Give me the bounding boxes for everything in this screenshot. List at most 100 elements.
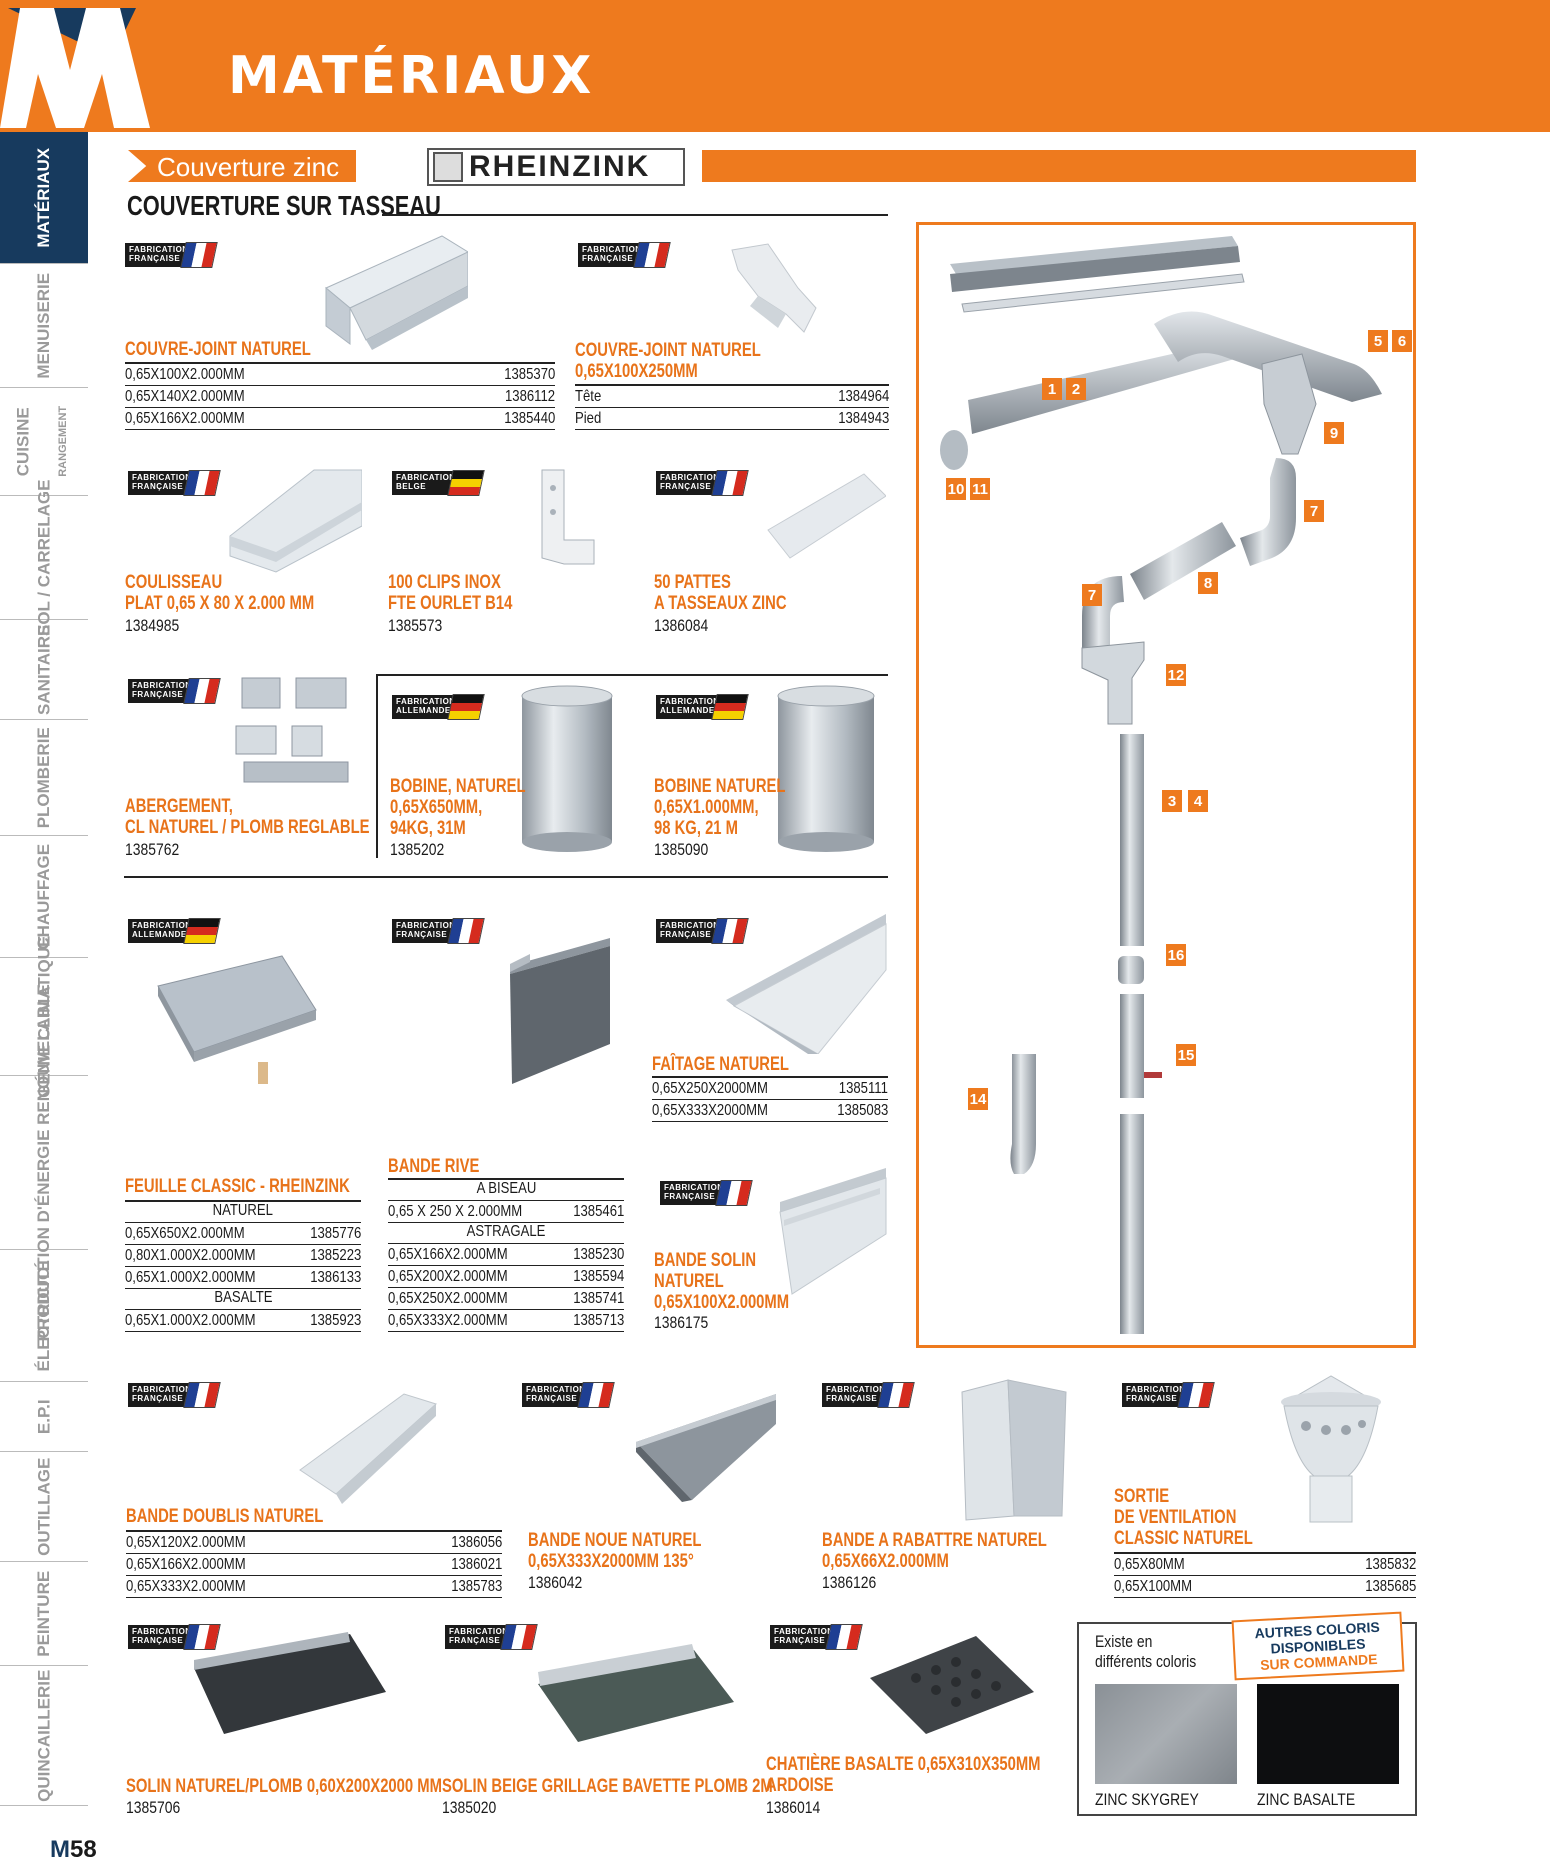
sidebar-item-1[interactable]: MENUISERIE: [0, 264, 88, 388]
row-code: 1386112: [504, 388, 555, 405]
table-row: Tête 1384964: [575, 386, 889, 408]
sidebar-item-0[interactable]: MATÉRIAUX: [0, 132, 88, 264]
bobine-1000-image: [777, 685, 875, 852]
sidebar-item-5[interactable]: PLOMBERIE: [0, 720, 88, 836]
sidebar-item-4[interactable]: SANITAIRE: [0, 620, 88, 720]
row-size: Tête: [575, 388, 602, 405]
page-header: [0, 0, 1550, 132]
badge-label: FABRICATION FRANÇAISE: [660, 1181, 723, 1205]
section-banner-label: Couverture zinc: [157, 152, 340, 182]
colors-text: Existe en différents coloris: [1095, 1632, 1218, 1672]
p10-title: FEUILLE CLASSIC - RHEINZINK: [125, 1176, 350, 1197]
p14-title1: BANDE NOUE NATUREL: [528, 1530, 702, 1551]
swatch-basalte: [1257, 1684, 1399, 1784]
swatch-skygrey: [1095, 1684, 1237, 1784]
row-size: 0,65X80MM: [1114, 1556, 1185, 1573]
p14-code: 1386042: [528, 1573, 583, 1592]
bobine-frame: [376, 674, 888, 858]
colors-text1: Existe en: [1095, 1632, 1153, 1651]
sortie-ventilation-image: [1281, 1375, 1381, 1523]
fabrication-badge: FABRICATION FRANÇAISE: [1122, 1380, 1222, 1410]
faitage-image: [726, 914, 887, 1054]
badge-label: FABRICATION ALLEMANDE: [392, 695, 455, 719]
brand-logo: [0, 0, 160, 132]
p9-title: FAÎTAGE NATUREL: [652, 1054, 789, 1075]
p19-title1: CHATIÈRE BASALTE 0,65X310X350MM: [766, 1754, 1041, 1775]
diagram-number-tag: 9: [1324, 422, 1344, 444]
p13-title: BANDE DOUBLIS NATUREL: [126, 1506, 324, 1527]
sidebar-item-label: SANITAIRE: [34, 624, 54, 715]
badge-label: FABRICATION BELGE: [392, 471, 455, 495]
row-code: 1386021: [450, 1556, 502, 1573]
sidebar-item-11[interactable]: OUTILLAGE: [0, 1452, 88, 1562]
p18-title: SOLIN BEIGE GRILLAGE BAVETTE PLOMB 2M: [442, 1776, 773, 1797]
badge-label: FABRICATION FRANÇAISE: [128, 1383, 191, 1407]
p1-title: COUVRE-JOINT NATUREL: [125, 339, 311, 360]
flag-icon: [825, 1624, 863, 1650]
fabrication-badge: FABRICATION FRANÇAISE: [392, 916, 492, 946]
badge-label: FABRICATION FRANÇAISE: [128, 1625, 191, 1649]
badge-label: FABRICATION FRANÇAISE: [656, 919, 719, 943]
fabrication-badge: FABRICATION FRANÇAISE: [822, 1380, 922, 1410]
couvre-joint-tete-image: [731, 243, 817, 333]
p4-code: 1385573: [388, 616, 443, 635]
p11-h1: A BISEAU: [388, 1180, 624, 1201]
sidebar-item-8[interactable]: PRODUCTION D'ÉNERGIE RENOUVELABLE: [0, 984, 88, 1341]
diagram-number-tag: 1: [1042, 378, 1062, 400]
row-divider: [124, 876, 888, 878]
page-number: M58: [50, 1836, 97, 1864]
diagram-number-tag: 16: [1166, 944, 1186, 966]
sidebar-item-3[interactable]: SOL / CARRELAGE: [0, 479, 88, 636]
flag-icon: [183, 1382, 221, 1408]
row-size: 0,65 X 250 X 2.000MM: [388, 1203, 523, 1220]
row-code: 1385783: [450, 1578, 502, 1595]
chatiere-image: [870, 1636, 1034, 1734]
gutter-diagram-frame: [916, 222, 1416, 1348]
sidebar-item-10[interactable]: E.P.I: [0, 1382, 88, 1452]
row-code: 1384964: [837, 388, 889, 405]
p6-title1: ABERGEMENT,: [125, 796, 233, 817]
sidebar-item-sublabel: RANGEMENT: [57, 406, 70, 477]
sidebar-item-label: OUTILLAGE: [34, 1457, 54, 1556]
sidebar-item-label: SOL / CARRELAGE: [34, 479, 54, 636]
flag-icon: [183, 470, 221, 496]
clips-inox-image: [541, 469, 595, 565]
p11-h2: ASTRAGALE: [388, 1223, 624, 1244]
p10-h1-label: NATUREL: [212, 1202, 274, 1219]
sidebar-item-12[interactable]: PEINTURE: [0, 1562, 88, 1666]
badge-label: FABRICATION FRANÇAISE: [822, 1383, 885, 1407]
p15-title2: 0,65X66X2.000MM: [822, 1551, 949, 1572]
color-options-box: Existe en différents coloris AUTRES COLO…: [1077, 1611, 1417, 1816]
sidebar-item-7[interactable]: GÉNIE CLIMATIQUE: [0, 935, 88, 1098]
section-subtitle: COUVERTURE SUR TASSEAU: [127, 190, 441, 221]
diagram-number-tag: 4: [1188, 790, 1208, 812]
row-code: 1385832: [1364, 1556, 1416, 1573]
sidebar-item-6[interactable]: CHAUFFAGE: [0, 836, 88, 958]
rheinzink-logo-text: RHEINZINK: [469, 150, 651, 183]
row-code: 1385230: [572, 1246, 624, 1263]
p8-code: 1385090: [654, 840, 709, 859]
diagram-number-tag: 2: [1066, 378, 1086, 400]
sidebar-item-9[interactable]: ÉLECTRICITÉ: [0, 1250, 88, 1382]
p14-title2: 0,65X333X2000MM 135°: [528, 1551, 694, 1572]
p19-title2: ARDOISE: [766, 1775, 834, 1796]
row-size: 0,65X333X2000MM: [652, 1102, 768, 1119]
row-code: 1385111: [838, 1080, 888, 1097]
abergement-image: [235, 677, 349, 783]
flag-icon: [633, 242, 671, 268]
diagram-number-tag: 11: [970, 478, 990, 500]
row-code: 1385440: [503, 410, 555, 427]
sidebar-item-13[interactable]: QUINCAILLERIE: [0, 1666, 88, 1806]
